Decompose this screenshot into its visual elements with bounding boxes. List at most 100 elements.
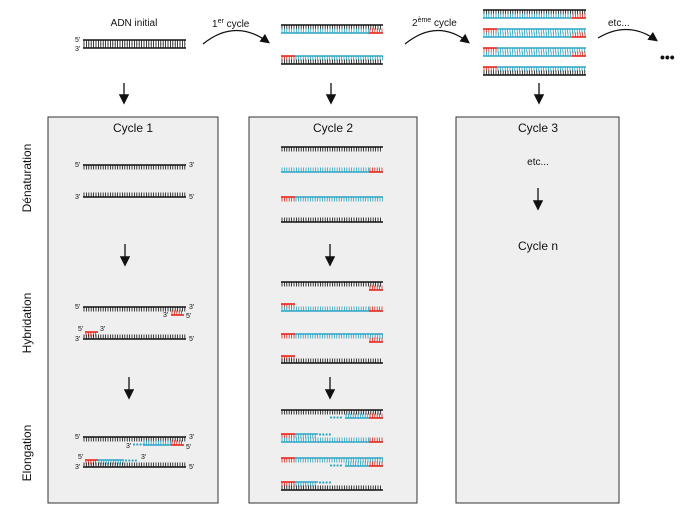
c2-elo-1 <box>281 409 383 415</box>
c2-den-3p <box>281 196 295 202</box>
c2-hyb-4p <box>281 355 295 361</box>
c1-hyb-pb-5p: 5' <box>78 326 83 333</box>
c1-elo-top-5p: 5' <box>75 434 80 441</box>
c1-elo-nb-3p: 3' <box>141 454 146 461</box>
c1-elo-pb-5p: 5' <box>78 454 83 461</box>
c1-top-template-1 <box>281 24 383 30</box>
c2-elo-4 <box>281 485 383 491</box>
c1-elo-top <box>83 436 186 442</box>
cycle1-num: 1 <box>212 19 218 30</box>
c1-den-top <box>83 164 186 170</box>
c1-top-primer-2 <box>281 55 295 61</box>
cycle-n-label: Cycle n <box>518 239 558 253</box>
initial-strand-top <box>83 39 186 45</box>
end-label-3p: 3' <box>75 46 80 53</box>
c2-top-s5 <box>497 47 586 53</box>
cycle2-sup: ème <box>418 17 432 24</box>
cycle1-top-label: 1er cycle <box>212 18 250 30</box>
c2-elo-4p <box>281 481 295 487</box>
c2-elo-2p <box>281 433 295 439</box>
cycle1-panel <box>47 116 219 504</box>
c1-elo-bot-3p: 3' <box>75 464 80 471</box>
cycle3-etc: etc... <box>527 157 549 168</box>
cycle1-title: Cycle 1 <box>113 121 153 135</box>
c2-elo-3 <box>295 457 383 463</box>
cycle3-panel <box>455 116 620 504</box>
c2-hyb-2bp <box>369 306 383 312</box>
c1-top-new-2 <box>295 55 383 61</box>
c1-hyb-bot-5p: 5' <box>189 336 194 343</box>
c2-den-3 <box>295 196 383 202</box>
c2-top-s1 <box>483 9 586 15</box>
c2-top-s8 <box>483 70 586 76</box>
c1-elo-top-3p: 3' <box>189 434 194 441</box>
cycle1-curved-arrow <box>202 29 270 45</box>
c2-top-s3p <box>483 28 497 34</box>
c1-elo-primer-b <box>85 459 98 465</box>
c2-hyb-3bp <box>369 337 383 343</box>
cycle2-curved-arrow <box>404 29 470 45</box>
c2-top-s3 <box>497 28 586 34</box>
c2-hyb-3 <box>295 333 383 339</box>
c1-den-bot-5p: 5' <box>189 194 194 201</box>
c2-top-s2p <box>572 13 586 19</box>
c2-elo-2bp <box>369 437 383 443</box>
c1-hyb-bottom <box>83 334 186 340</box>
c2-elo-3p <box>281 457 295 463</box>
continuation-ellipsis: ••• <box>660 49 675 65</box>
c2-top-s7p <box>483 66 497 72</box>
initial-dna-label: ADN initial <box>111 18 158 29</box>
c2-elo-1p <box>369 413 383 419</box>
c2-den-2p <box>369 167 383 173</box>
initial-strand-bottom <box>83 43 186 49</box>
c2-top-s5p <box>483 47 497 53</box>
cycle2-num: 2 <box>412 18 418 29</box>
row-label-hybridation: Hybridation <box>20 293 34 354</box>
row-label-denaturation: Dénaturation <box>20 144 34 213</box>
c2-top-s4 <box>483 32 572 38</box>
c1-elo-bot-5p: 5' <box>189 464 194 471</box>
c1-den-bottom <box>83 192 186 198</box>
c2-hyb-1 <box>281 281 383 287</box>
c1-hyb-top-5p: 5' <box>75 304 80 311</box>
c2-elo-1n <box>329 413 369 419</box>
c1-hyb-pa-3p: 3' <box>163 312 168 319</box>
c2-hyb-2p <box>281 303 295 309</box>
cycle3-title: Cycle 3 <box>518 121 558 135</box>
row-label-elongation: Elongation <box>20 425 34 482</box>
etc-top-label: etc... <box>608 18 630 29</box>
c2-top-s4p <box>572 32 586 38</box>
c1-elo-new-b <box>98 459 137 465</box>
c2-top-s2 <box>483 13 572 19</box>
dna-strands-group <box>83 9 586 491</box>
c2-top-s6p <box>572 51 586 57</box>
c2-elo-2n <box>295 433 331 439</box>
c2-hyb-3p <box>281 333 295 339</box>
c1-den-top-5p: 5' <box>75 162 80 169</box>
cycle1-word: cycle <box>224 19 250 30</box>
c1-top-template-2 <box>281 59 383 65</box>
c2-hyb-1p <box>369 285 383 291</box>
strand-end-labels-group: 5'3'5'3'3'5'5'3'3'5'5'3'3'5'5'3'3'5'5'3'… <box>75 37 194 471</box>
c2-hyb-2 <box>281 306 369 312</box>
c2-elo-3n <box>329 461 369 467</box>
c2-hyb-4 <box>281 358 383 364</box>
c1-hyb-top-3p: 3' <box>189 304 194 311</box>
c2-elo-2 <box>281 437 369 443</box>
cycle1-sup: er <box>218 18 225 25</box>
end-label-5p: 5' <box>75 37 80 44</box>
c1-hyb-primer-a <box>171 310 184 316</box>
cycle2-title: Cycle 2 <box>313 121 353 135</box>
c1-elo-na-3p: 3' <box>126 443 131 450</box>
c1-top-new-1 <box>281 28 369 34</box>
c1-hyb-pb-3p: 3' <box>100 326 105 333</box>
c1-top-primer-1 <box>369 28 383 34</box>
c1-hyb-top <box>83 306 186 312</box>
c1-elo-pa-5p: 5' <box>186 444 191 451</box>
c2-top-s7 <box>497 66 586 72</box>
cycle2-panel <box>248 116 418 504</box>
c1-hyb-primer-b <box>85 331 98 337</box>
cycle2-top-label: 2ème cycle <box>412 17 457 29</box>
c1-den-top-3p: 3' <box>189 162 194 169</box>
